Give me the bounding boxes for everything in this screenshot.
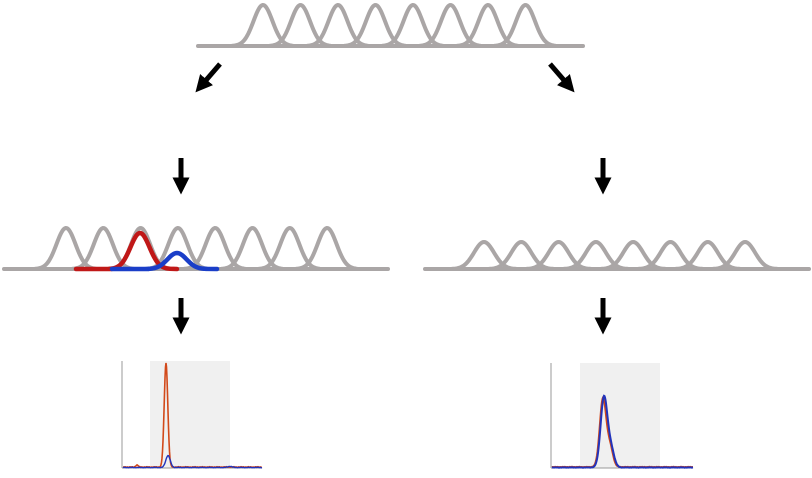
tuning-curve xyxy=(673,239,742,271)
blue-trace xyxy=(551,394,694,469)
right-tuning-curves xyxy=(423,239,811,271)
tuning-curve xyxy=(636,239,705,271)
highlighted-curve-blue xyxy=(109,250,220,272)
tuning-curve xyxy=(524,239,593,271)
tuning-curve xyxy=(599,239,668,271)
tuning-curve xyxy=(493,3,558,48)
arrow-down-left xyxy=(195,62,222,93)
left-tuning-curves xyxy=(2,226,390,272)
tuning-curve xyxy=(294,226,359,271)
tuning-curve xyxy=(711,239,780,271)
top-tuning-curves xyxy=(196,3,585,48)
blue-trace xyxy=(122,454,263,469)
arrow-down-right xyxy=(548,62,575,93)
tuning-curve xyxy=(561,239,630,271)
right-response-plot xyxy=(550,363,694,469)
tuning-curve xyxy=(450,239,518,271)
shaded-window xyxy=(580,363,660,468)
left-response-plot xyxy=(121,361,263,469)
tuning-curve xyxy=(487,239,556,271)
